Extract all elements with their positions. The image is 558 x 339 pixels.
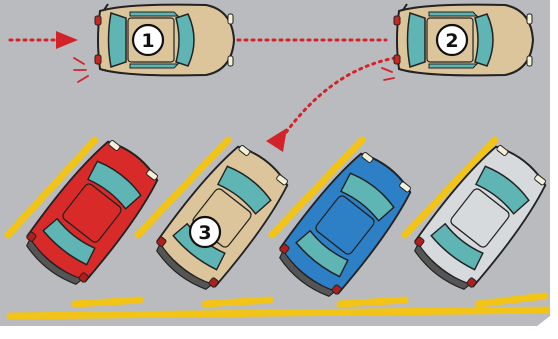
step-badge-2: 2 <box>437 25 467 55</box>
step-number-1: 1 <box>141 30 154 52</box>
step-badge-1: 1 <box>133 25 163 55</box>
step-number-2: 2 <box>445 30 458 52</box>
step-badge-3: 3 <box>190 217 220 247</box>
step-number-3: 3 <box>198 222 211 244</box>
car-step-1 <box>95 4 234 75</box>
